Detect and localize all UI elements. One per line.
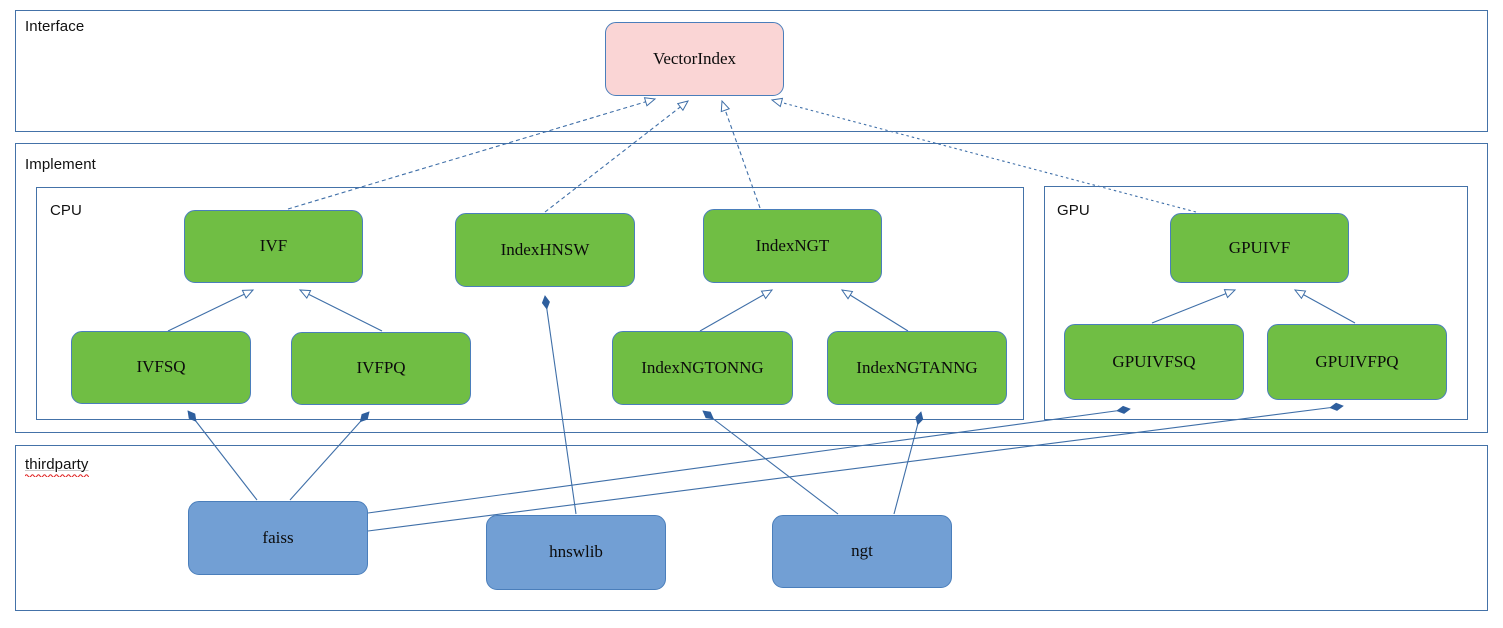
node-label-faiss: faiss [262,527,294,547]
spellcheck-squiggle-icon [25,473,89,477]
package-label-implement: Implement [25,156,96,173]
node-label-indexngtonng: IndexNGTONNG [641,357,764,377]
node-label-ivfpq: IVFPQ [356,358,406,378]
node-label-indexhnsw: IndexHNSW [500,239,590,259]
package-label-thirdparty-text: thirdparty [25,456,89,473]
node-vectorindex[interactable]: VectorIndex [605,22,784,96]
node-label-gpuivfpq: GPUIVFPQ [1315,351,1399,371]
node-label-gpuivfsq: GPUIVFSQ [1112,351,1196,371]
node-label-ivf: IVF [259,236,288,256]
node-ngt[interactable]: ngt [772,515,952,588]
node-indexngt[interactable]: IndexNGT [703,209,882,283]
package-label-gpu: GPU [1057,202,1090,219]
node-hnswlib[interactable]: hnswlib [486,515,666,590]
node-ivfpq[interactable]: IVFPQ [291,332,471,405]
node-indexngtanng[interactable]: IndexNGTANNG [827,331,1007,405]
node-label-vectorindex: VectorIndex [652,48,737,68]
node-label-indexngt: IndexNGT [755,235,830,255]
node-indexhnsw[interactable]: IndexHNSW [455,213,635,287]
node-label-ivfsq: IVFSQ [136,357,186,377]
node-gpuivfpq[interactable]: GPUIVFPQ [1267,324,1447,400]
node-ivfsq[interactable]: IVFSQ [71,331,251,404]
package-label-thirdparty: thirdparty [25,456,89,477]
node-label-hnswlib: hnswlib [549,542,603,562]
node-indexngtonng[interactable]: IndexNGTONNG [612,331,793,405]
node-ivf[interactable]: IVF [184,210,363,283]
package-label-cpu: CPU [50,202,82,219]
node-faiss[interactable]: faiss [188,501,368,575]
package-label-interface: Interface [25,18,85,35]
node-label-gpuivf: GPUIVF [1228,237,1291,257]
node-gpuivf[interactable]: GPUIVF [1170,213,1349,283]
node-label-indexngtanng: IndexNGTANNG [856,357,978,377]
node-label-ngt: ngt [851,541,873,561]
node-gpuivfsq[interactable]: GPUIVFSQ [1064,324,1244,400]
